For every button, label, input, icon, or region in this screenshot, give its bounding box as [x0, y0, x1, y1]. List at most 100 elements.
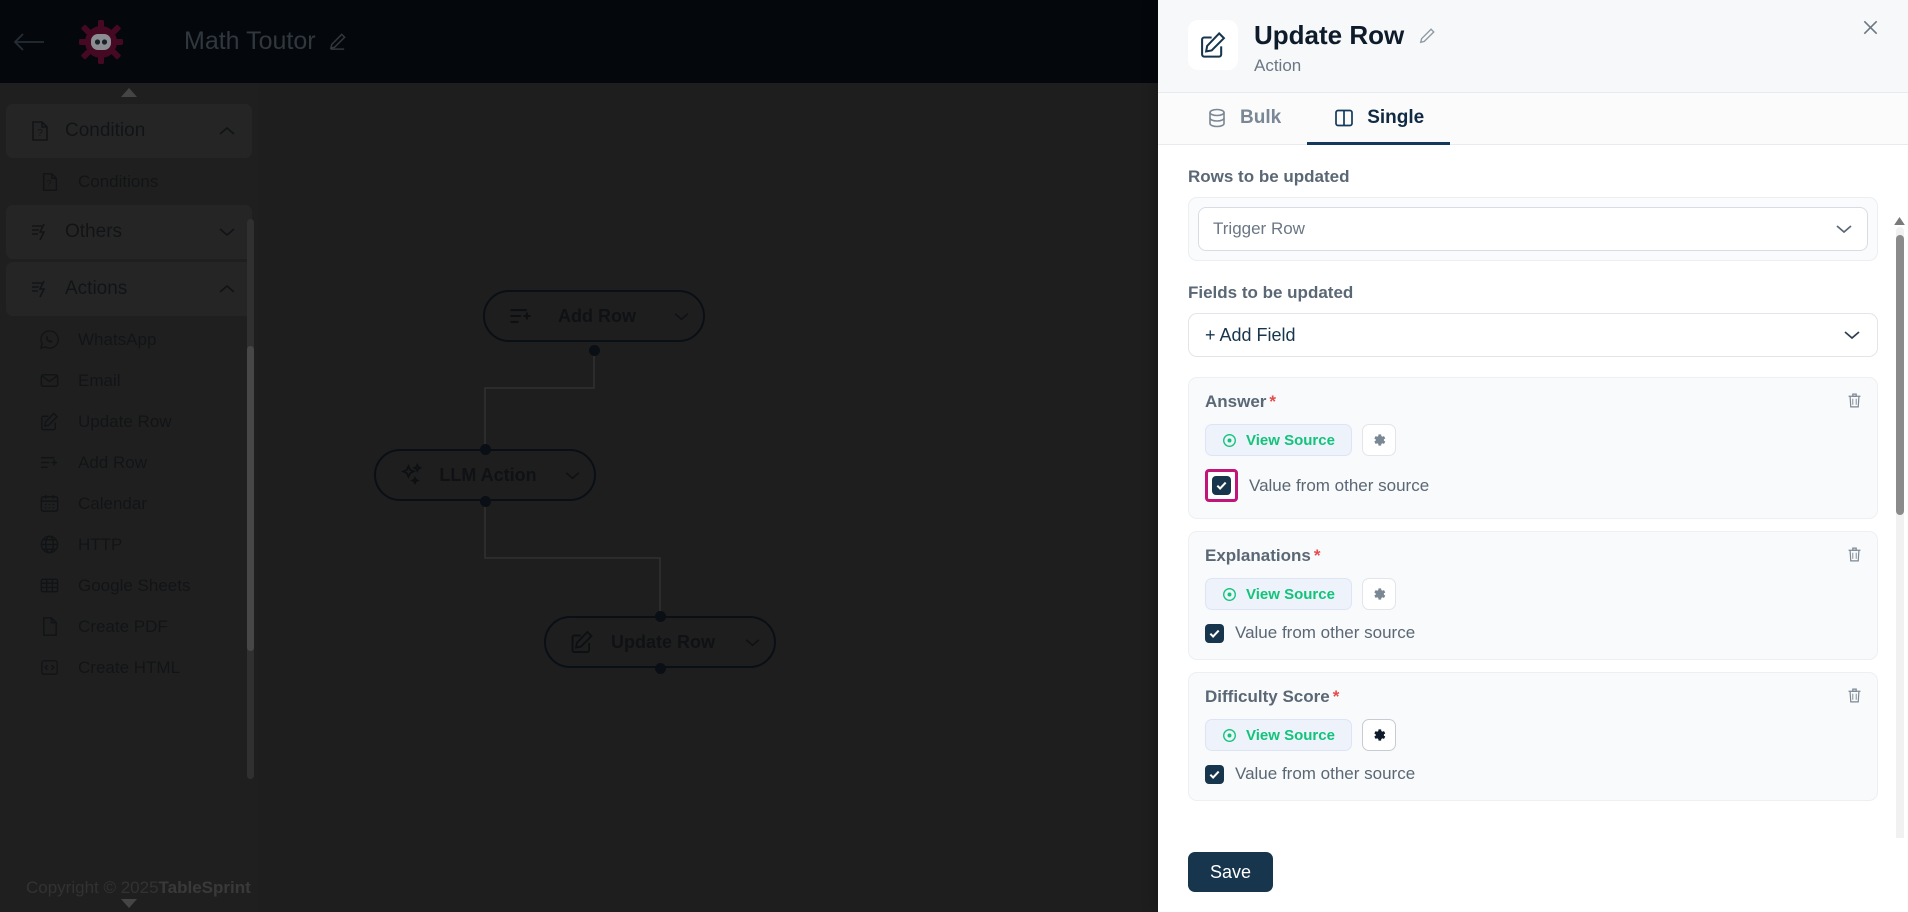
canvas-node-label: Add Row	[558, 305, 636, 326]
trash-icon[interactable]	[1846, 392, 1863, 409]
view-source-button[interactable]: View Source	[1205, 578, 1352, 610]
sidebar-item-add-row[interactable]: Add Row	[0, 442, 258, 483]
panel-scroll-up-arrow[interactable]	[1894, 215, 1905, 226]
panel-subtitle: Action	[1254, 56, 1302, 75]
save-button[interactable]: Save	[1188, 852, 1274, 892]
panel-scrollbar-track[interactable]	[1896, 227, 1904, 838]
sidebar-group-condition[interactable]: ? Condition	[6, 104, 252, 158]
trash-icon[interactable]	[1846, 546, 1863, 563]
add-field-dropdown[interactable]: + Add Field	[1188, 313, 1878, 357]
file-icon	[38, 615, 61, 638]
chevron-down-icon[interactable]	[550, 470, 594, 481]
sidebar-item-label: Update Row	[78, 411, 172, 431]
value-from-other-source-checkbox[interactable]	[1205, 623, 1224, 643]
app-title: Math Toutor	[184, 27, 347, 56]
tab-label: Single	[1367, 107, 1425, 128]
chevron-up-icon[interactable]	[218, 125, 236, 137]
workflow-canvas[interactable]: Add Row LLM Action	[258, 83, 1158, 912]
sidebar-item-calendar[interactable]: Calendar	[0, 483, 258, 524]
gear-icon[interactable]	[1361, 719, 1396, 751]
sidebar-item-update-row[interactable]: Update Row	[0, 401, 258, 442]
checkbox-label: Value from other source	[1235, 623, 1416, 642]
sidebar-item-conditions[interactable]: ? Conditions	[0, 161, 258, 202]
view-source-button[interactable]: View Source	[1205, 424, 1352, 456]
sidebar-item-label: WhatsApp	[78, 329, 157, 349]
chevron-down-icon[interactable]	[659, 311, 703, 322]
rows-select-wrapper: Trigger Row	[1188, 197, 1878, 261]
chevron-down-icon[interactable]	[730, 637, 774, 648]
sidebar-item-email[interactable]: Email	[0, 360, 258, 401]
view-source-label: View Source	[1246, 585, 1335, 603]
flash-doc-icon	[28, 278, 51, 301]
copyright-brand: TableSprint	[158, 878, 251, 897]
view-source-button[interactable]: View Source	[1205, 719, 1352, 751]
field-name: Difficulty Score	[1205, 687, 1330, 706]
view-source-label: View Source	[1246, 431, 1335, 449]
sidebar-group-others[interactable]: Others	[6, 205, 252, 259]
update-row-panel: Update Row Action	[1158, 0, 1908, 912]
value-from-other-source-row: Value from other source	[1205, 764, 1861, 784]
back-arrow-icon[interactable]	[6, 19, 52, 65]
sidebar-item-label: Email	[78, 370, 121, 390]
panel-scrollbar-thumb[interactable]	[1896, 235, 1904, 515]
tab-label: Bulk	[1240, 107, 1282, 128]
svg-text:?: ?	[46, 178, 51, 188]
sidebar-scroll-up[interactable]	[0, 83, 258, 101]
sidebar-group-label: Others	[65, 221, 123, 242]
chevron-down-icon[interactable]	[1835, 223, 1853, 235]
sidebar-scroll-down[interactable]	[0, 894, 258, 912]
value-from-other-source-checkbox[interactable]	[1212, 476, 1231, 495]
question-doc-icon: ?	[28, 120, 51, 143]
rows-section-label: Rows to be updated	[1188, 167, 1350, 186]
chevron-down-icon[interactable]	[218, 226, 236, 238]
database-icon	[1206, 107, 1228, 129]
flash-doc-icon	[28, 221, 51, 244]
tab-single[interactable]: Single	[1307, 93, 1451, 145]
sidebar-item-label: HTTP	[78, 534, 123, 554]
gear-icon[interactable]	[1361, 424, 1396, 456]
rows-to-be-updated-select[interactable]: Trigger Row	[1198, 207, 1868, 251]
required-marker: *	[1332, 687, 1340, 706]
chevron-down-icon[interactable]	[1843, 329, 1861, 341]
canvas-node-add-row[interactable]: Add Row	[483, 290, 705, 342]
calendar-icon	[38, 492, 61, 515]
pencil-icon[interactable]	[328, 32, 347, 51]
whatsapp-icon	[38, 328, 61, 351]
checkbox-label: Value from other source	[1235, 764, 1416, 783]
canvas-port-update-out[interactable]	[655, 663, 666, 674]
field-card-actions: View Source	[1205, 578, 1861, 610]
add-row-icon	[38, 451, 61, 474]
sidebar-scrollbar-thumb[interactable]	[247, 346, 254, 651]
page-title: Update Row	[1254, 20, 1405, 50]
sidebar-item-create-pdf[interactable]: Create PDF	[0, 606, 258, 647]
pencil-icon[interactable]	[1418, 27, 1436, 45]
canvas-node-llm-action[interactable]: LLM Action	[374, 449, 596, 501]
canvas-port-llm-out[interactable]	[480, 496, 491, 507]
columns-icon	[1333, 107, 1355, 129]
field-card-title: Explanations*	[1205, 546, 1861, 566]
left-sidebar: ? Condition ? Conditions	[0, 83, 258, 912]
copyright-text: Copyright © 2025 TableSprint	[0, 864, 258, 912]
edit-square-icon	[1188, 20, 1238, 70]
value-from-other-source-checkbox[interactable]	[1205, 764, 1224, 784]
canvas-port-update-in[interactable]	[655, 611, 666, 622]
tab-bulk[interactable]: Bulk	[1180, 93, 1307, 145]
gear-icon[interactable]	[1361, 578, 1396, 610]
field-card-actions: View Source	[1205, 719, 1861, 751]
sidebar-item-whatsapp[interactable]: WhatsApp	[0, 319, 258, 360]
app-title-text: Math Toutor	[184, 27, 316, 55]
sidebar-item-google-sheets[interactable]: Google Sheets	[0, 565, 258, 606]
chevron-up-icon[interactable]	[218, 283, 236, 295]
add-row-icon	[507, 303, 535, 329]
sidebar-group-actions[interactable]: Actions	[6, 262, 252, 316]
close-icon[interactable]	[1856, 13, 1884, 41]
canvas-port-llm-in[interactable]	[480, 444, 491, 455]
trash-icon[interactable]	[1846, 687, 1863, 704]
sidebar-item-http[interactable]: HTTP	[0, 524, 258, 565]
sidebar-item-create-html[interactable]: Create HTML	[0, 647, 258, 688]
panel-header: Update Row Action	[1158, 0, 1908, 93]
table-icon	[38, 574, 61, 597]
canvas-port-add-row-out[interactable]	[589, 345, 600, 356]
envelope-icon	[38, 369, 61, 392]
